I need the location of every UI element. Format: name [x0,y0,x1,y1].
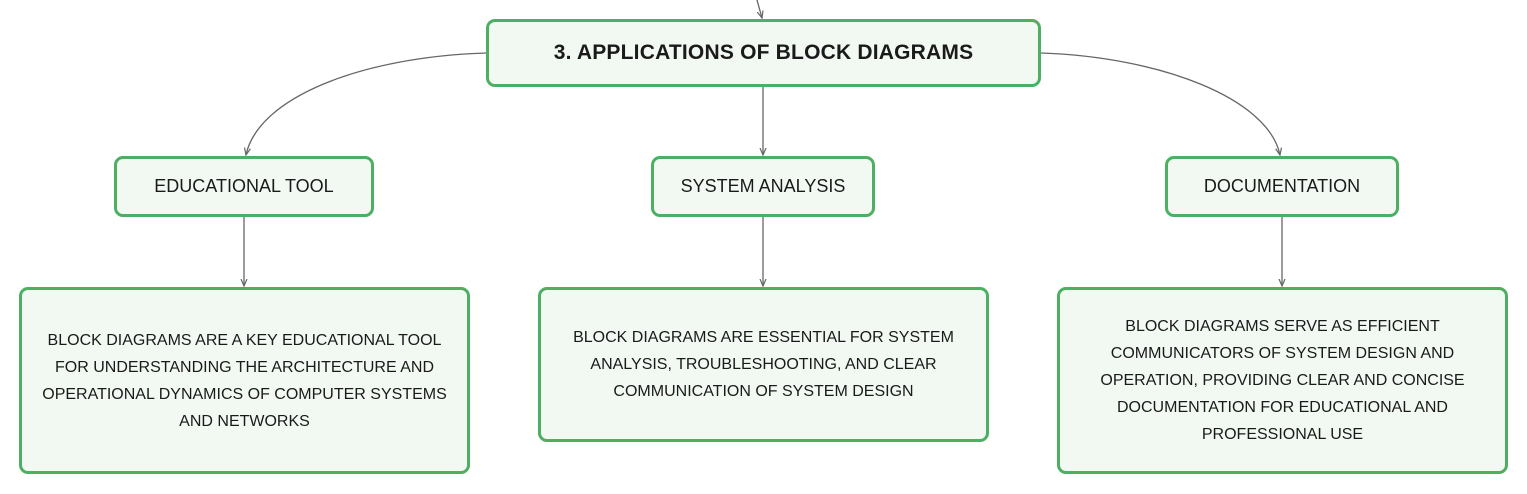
topic-node-educational-tool[interactable]: EDUCATIONAL TOOL [114,156,374,217]
topic-node-documentation[interactable]: DOCUMENTATION [1165,156,1399,217]
topic-node-system-analysis[interactable]: SYSTEM ANALYSIS [651,156,875,217]
detail-node-text: BLOCK DIAGRAMS ARE A KEY EDUCATIONAL TOO… [42,331,447,430]
connector-root-to-educational-tool [246,52,487,155]
root-node-label: 3. APPLICATIONS OF BLOCK DIAGRAMS [553,41,974,64]
incoming-connector [756,0,762,18]
detail-node-text: BLOCK DIAGRAMS ARE ESSENTIAL FOR SYSTEM … [573,329,954,400]
topic-node-label: DOCUMENTATION [1203,176,1361,196]
detail-node-educational-tool[interactable]: BLOCK DIAGRAMS ARE A KEY EDUCATIONAL TOO… [19,287,470,474]
detail-node-system-analysis[interactable]: BLOCK DIAGRAMS ARE ESSENTIAL FOR SYSTEM … [538,287,989,442]
topic-node-label: EDUCATIONAL TOOL [154,176,334,196]
root-node[interactable]: 3. APPLICATIONS OF BLOCK DIAGRAMS [486,19,1041,87]
topic-node-label: SYSTEM ANALYSIS [680,176,846,196]
connector-root-to-documentation [1040,52,1280,155]
detail-node-documentation[interactable]: BLOCK DIAGRAMS SERVE AS EFFICIENT COMMUN… [1057,287,1508,474]
detail-node-text: BLOCK DIAGRAMS SERVE AS EFFICIENT COMMUN… [1100,318,1465,443]
